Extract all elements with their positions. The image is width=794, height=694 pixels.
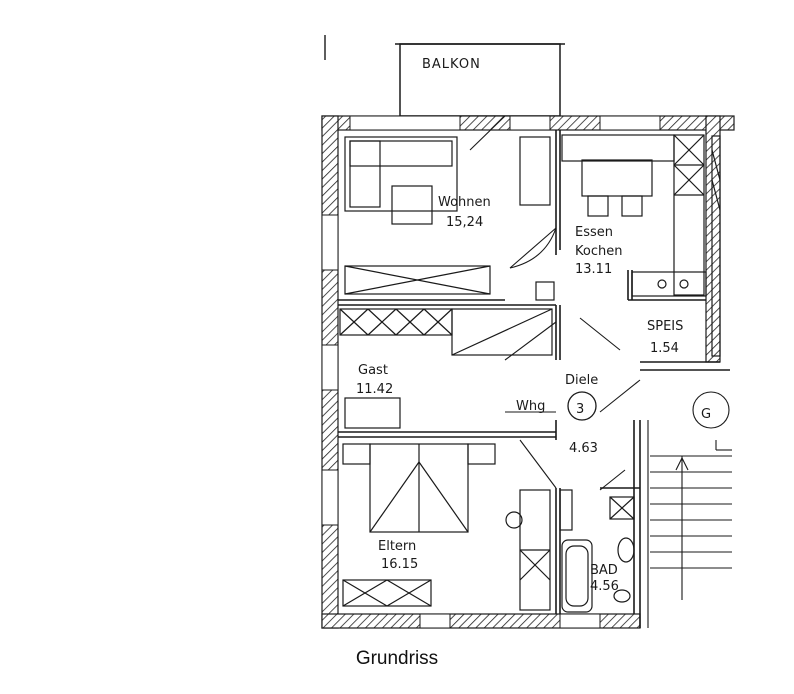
room-label-essen: Essen bbox=[575, 225, 613, 240]
room-label-diele: Diele bbox=[565, 373, 598, 388]
interior-walls bbox=[338, 130, 730, 628]
room-label-speis: SPEIS bbox=[647, 319, 683, 334]
windows bbox=[321, 115, 661, 629]
room-label-wohnen: Wohnen bbox=[438, 195, 491, 210]
kitchen-furniture bbox=[561, 134, 707, 297]
room-area-speis: 1.54 bbox=[650, 341, 679, 356]
bedroom-furniture bbox=[342, 443, 551, 611]
living-room-furniture bbox=[344, 136, 555, 301]
room-area-gast: 11.42 bbox=[356, 382, 393, 397]
plan-caption: Grundriss bbox=[355, 648, 439, 669]
pantry-shelf bbox=[711, 135, 721, 357]
stair-marker-label: G bbox=[701, 407, 711, 422]
room-label-eltern: Eltern bbox=[378, 539, 416, 554]
unit-number-circle bbox=[567, 391, 597, 421]
door-swings bbox=[469, 115, 641, 491]
unit-prefix: Whg bbox=[516, 399, 545, 414]
balcony-label: BALKON bbox=[422, 57, 481, 72]
balcony bbox=[395, 43, 565, 117]
room-area-bad: 4.56 bbox=[590, 579, 619, 594]
room-area-diele: 4.63 bbox=[569, 441, 598, 456]
room-area-eltern: 16.15 bbox=[381, 557, 418, 572]
stairwell bbox=[647, 391, 732, 628]
room-label-kochen: Kochen bbox=[575, 244, 622, 259]
room-area-wohnen: 15,24 bbox=[446, 215, 483, 230]
stair-marker-circle bbox=[692, 391, 730, 429]
room-label-gast: Gast bbox=[358, 363, 388, 378]
unit-number: 3 bbox=[576, 402, 584, 417]
room-area-essen: 13.11 bbox=[575, 262, 612, 277]
guest-room-furniture bbox=[339, 308, 553, 429]
room-label-bad: BAD bbox=[590, 563, 618, 578]
bathroom-fixtures bbox=[559, 489, 635, 613]
